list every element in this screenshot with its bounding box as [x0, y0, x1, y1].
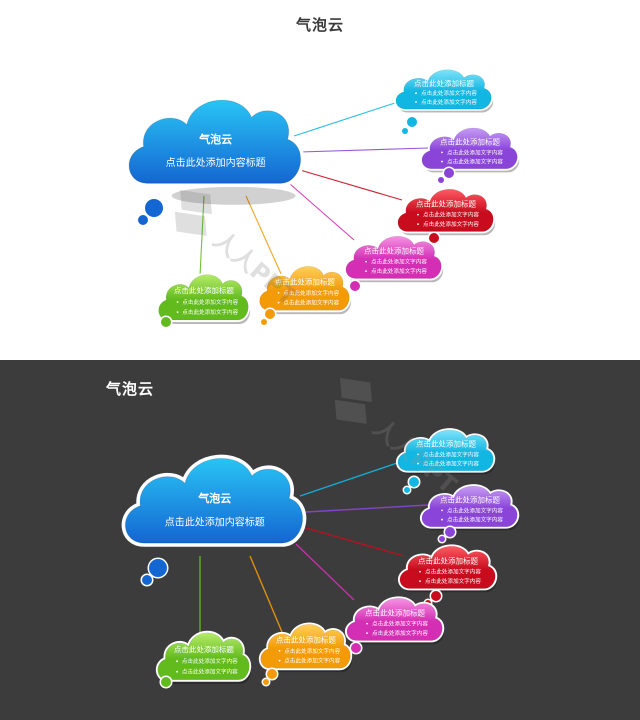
bullet-icon [176, 670, 178, 673]
bubble-item: 点击此处添加文字内容 [182, 657, 238, 665]
connector-magenta [289, 183, 355, 241]
bubble-title: 点击此处添加标题 [440, 495, 500, 505]
bullet-icon [176, 301, 179, 303]
bubble-title: 点击此处添加标题 [174, 644, 234, 654]
bubble-item: 点击此处添加文字内容 [182, 298, 238, 306]
bubble-title: 点击此处添加标题 [364, 246, 424, 256]
bullet-icon [176, 311, 179, 314]
bubble-cloud-diagram: 气泡云点击此处添加内容标题点击此处添加标题点击此处添加文字内容点击此处添加文字内… [125, 68, 520, 329]
bubble-item: 点击此处添加文字内容 [423, 211, 479, 219]
bubble-item: 点击此处添加文字内容 [372, 620, 428, 628]
bubble-title: 点击此处添加标题 [174, 285, 234, 295]
bullet-icon [441, 518, 443, 521]
bubble-item: 点击此处添加文字内容 [423, 220, 479, 228]
main-cloud-subtitle: 点击此处添加内容标题 [165, 516, 265, 529]
connector-orange [245, 195, 283, 277]
bubble-title: 点击此处添加标题 [276, 634, 336, 644]
bubble-item: 点击此处添加文字内容 [425, 577, 481, 585]
bubble-title: 点击此处添加标题 [418, 556, 478, 566]
bubble-item: 点击此处添加文字内容 [371, 267, 427, 275]
dark-panel: 气泡云 气泡云点击此处添加内容标题点击此处添加标题点击此处添加文字内容点击此处添… [0, 360, 640, 720]
bullet-icon [365, 260, 367, 263]
bullet-icon [176, 660, 178, 663]
bubble-title: 点击此处添加标题 [416, 439, 476, 449]
connector-green [199, 195, 205, 277]
bubble-item: 点击此处添加文字内容 [447, 158, 503, 166]
connector-orange [249, 555, 283, 633]
bubble-title: 点击此处添加标题 [414, 78, 474, 88]
bubble-item: 点击此处添加文字内容 [182, 668, 238, 676]
bullet-icon [277, 291, 280, 294]
bubble-cloud-diagram: 气泡云点击此处添加内容标题点击此处添加标题点击此处添加文字内容点击此处添加文字内… [121, 378, 520, 689]
bubble-item: 点击此处添加文字内容 [447, 506, 503, 514]
bullet-icon [441, 160, 443, 163]
bubble-title: 点击此处添加标题 [365, 608, 425, 618]
bubble-item: 点击此处添加文字内容 [447, 148, 503, 156]
bullet-icon [277, 301, 280, 304]
bubble-item: 点击此处添加文字内容 [284, 647, 340, 655]
bullet-icon [417, 453, 419, 456]
bullet-icon [278, 649, 281, 652]
bullet-icon [441, 509, 443, 512]
bubble-item: 点击此处添加文字内容 [283, 289, 339, 297]
main-cloud-title: 气泡云 [197, 491, 231, 505]
bullet-icon [419, 570, 421, 573]
bubble-item: 点击此处添加文字内容 [423, 460, 479, 468]
bullet-icon [417, 462, 419, 465]
bubble-item: 点击此处添加文字内容 [423, 450, 479, 458]
panel-title: 气泡云 [295, 16, 344, 34]
panel-title: 气泡云 [106, 380, 155, 398]
main-cloud-subtitle: 点击此处添加内容标题 [166, 156, 266, 169]
bullet-icon [419, 580, 421, 583]
bubble-item: 点击此处添加文字内容 [283, 299, 339, 307]
connector-cyan [299, 461, 401, 497]
connector-red [305, 527, 405, 557]
bubble-title: 点击此处添加标题 [440, 137, 500, 147]
connector-red [299, 169, 403, 201]
connector-purple [305, 504, 429, 513]
bubble-item: 点击此处添加文字内容 [425, 568, 481, 576]
bubble-item: 点击此处添加文字内容 [284, 657, 340, 665]
bullet-icon [441, 151, 443, 154]
bullet-icon [417, 223, 419, 226]
bubble-item: 点击此处添加文字内容 [372, 629, 428, 637]
connector-purple [299, 147, 429, 153]
main-cloud-title: 气泡云 [198, 132, 232, 146]
light-panel: 气泡云 气泡云点击此处添加内容标题点击此处添加标题点击此处添加文字内容点击此处添… [125, 16, 520, 329]
bubble-title: 点击此处添加标题 [416, 199, 476, 209]
bullet-icon [366, 632, 368, 635]
bubble-item: 点击此处添加文字内容 [371, 258, 427, 266]
bullet-icon [417, 213, 419, 216]
bullet-icon [415, 92, 417, 95]
bubble-item: 点击此处添加文字内容 [447, 516, 503, 524]
bubble-title: 点击此处添加标题 [275, 276, 335, 286]
bubble-item: 点击此处添加文字内容 [421, 89, 477, 97]
bullet-icon [365, 270, 367, 273]
bubble-item: 点击此处添加文字内容 [421, 98, 477, 106]
connector-cyan [293, 101, 399, 137]
bullet-icon [366, 622, 368, 625]
bubble-item: 点击此处添加文字内容 [182, 308, 238, 316]
bullet-icon [278, 659, 281, 662]
connector-magenta [295, 543, 355, 601]
bullet-icon [415, 101, 417, 103]
